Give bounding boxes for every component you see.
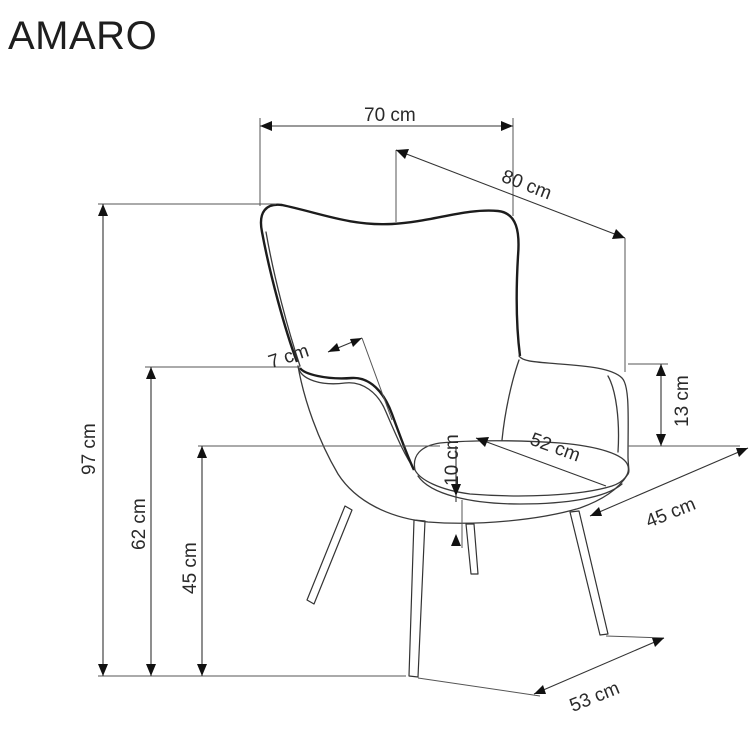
chair-right-arm bbox=[518, 355, 630, 475]
label-seat-width: 45 cm bbox=[643, 494, 699, 533]
chair-legs bbox=[306, 505, 609, 678]
chair-back-edge bbox=[259, 203, 522, 363]
chair-right-arm-front bbox=[607, 375, 620, 453]
dim-armrest-height: 13 cm bbox=[656, 364, 693, 446]
chair-right-arm-inner bbox=[501, 359, 520, 441]
chair-seat-front-edge bbox=[417, 475, 623, 505]
chair-left-body bbox=[297, 365, 629, 524]
dimension-lines: 70 cm 80 cm 7 cm 13 cm 52 cm bbox=[79, 105, 749, 717]
dim-total-height: 97 cm bbox=[79, 204, 108, 676]
label-width-top: 70 cm bbox=[364, 105, 416, 126]
label-total-height: 97 cm bbox=[79, 423, 100, 475]
dim-seat-depth: 52 cm bbox=[475, 429, 607, 487]
label-cushion-thickness: 10 cm bbox=[442, 434, 463, 486]
label-seat-height: 45 cm bbox=[180, 542, 201, 594]
dim-wing-thickness: 7 cm bbox=[266, 337, 393, 421]
label-depth-top: 80 cm bbox=[499, 166, 555, 204]
chair-left-wing bbox=[297, 365, 416, 471]
chair-illustration bbox=[259, 203, 630, 678]
dim-depth-top: 80 cm bbox=[395, 149, 626, 239]
label-seat-depth: 52 cm bbox=[527, 429, 583, 466]
product-title: AMARO bbox=[8, 14, 158, 58]
dim-width-top: 70 cm bbox=[260, 105, 513, 131]
dim-leg-span: 53 cm bbox=[533, 637, 665, 717]
label-wing-thickness: 7 cm bbox=[266, 341, 312, 374]
dim-arm-height: 62 cm bbox=[129, 367, 156, 676]
chair-seat-cushion bbox=[413, 440, 630, 497]
label-arm-height: 62 cm bbox=[129, 498, 150, 550]
label-leg-span: 53 cm bbox=[567, 678, 623, 717]
dim-cushion-thickness: 10 cm bbox=[442, 434, 463, 546]
label-armrest-height: 13 cm bbox=[672, 375, 693, 427]
chair-back-panel bbox=[265, 231, 301, 367]
dim-seat-height: 45 cm bbox=[180, 446, 207, 676]
